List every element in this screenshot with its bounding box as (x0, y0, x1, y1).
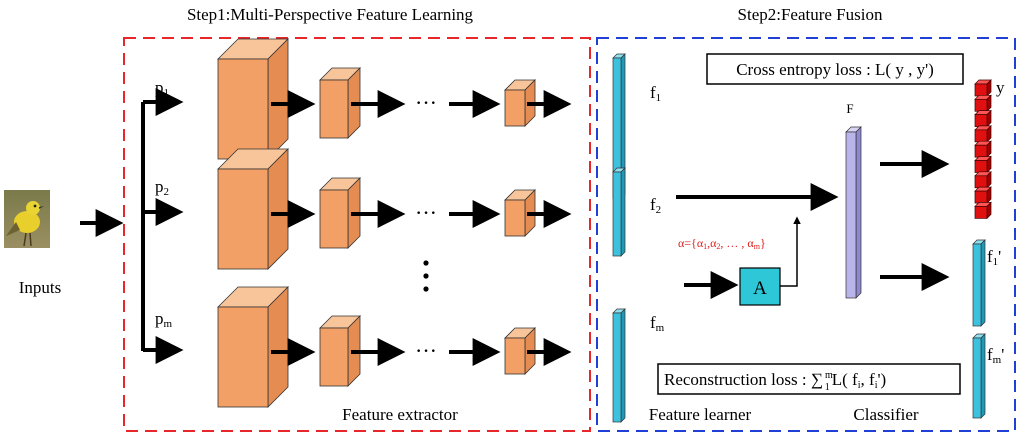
feature-learner-label: Feature learner (649, 405, 752, 424)
output-cube (974, 109, 992, 128)
branch-tree (141, 88, 184, 364)
small-feature-cube (504, 327, 536, 375)
step1-title: Step1:Multi-Perspective Feature Learning (187, 5, 474, 24)
feature-bar-3 (612, 308, 626, 423)
reconstruction-bar-1 (972, 239, 986, 327)
output-label: y (996, 78, 1005, 97)
large-feature-cube (217, 148, 289, 270)
input-bird-image (4, 190, 50, 248)
cross-entropy-box (706, 53, 964, 85)
recon-label-1: f1' (987, 247, 1001, 268)
perspective-label-2: p2 (155, 177, 169, 198)
output-cube (974, 125, 992, 143)
medium-feature-cube (319, 315, 361, 387)
fused-label: F (846, 101, 853, 116)
pipeline-1: ··· (217, 38, 572, 160)
output-cube (974, 201, 992, 220)
step2-frame (596, 37, 1016, 432)
output-cube (974, 79, 992, 97)
feature-extractor-label: Feature extractor (342, 405, 458, 424)
output-cube (974, 170, 992, 189)
perspective-label-m: pm (155, 309, 173, 330)
inputs-label: Inputs (19, 278, 62, 297)
reconstruction-loss-box (657, 363, 961, 395)
horizontal-ellipsis: ··· (415, 90, 437, 115)
step1-frame (123, 37, 591, 432)
classifier-label: Classifier (853, 405, 918, 424)
output-cube (974, 155, 992, 174)
small-feature-cube (504, 79, 536, 127)
feature-label-m: fm (650, 313, 665, 334)
attention-output-arrow (780, 216, 801, 287)
step2-title: Step2:Feature Fusion (738, 5, 883, 24)
output-cube (974, 94, 992, 113)
medium-feature-cube (319, 67, 361, 139)
pipeline-m: ··· (217, 286, 572, 408)
perspective-label-1: p1 (155, 78, 169, 99)
horizontal-ellipsis: ··· (415, 200, 437, 225)
attention-box-label: A (753, 278, 767, 299)
reconstruction-bars (972, 239, 986, 419)
large-feature-cube (217, 286, 289, 408)
feature-learner-bars (612, 53, 626, 423)
feature-extractor-pipelines: ··· ··· ··· (217, 38, 572, 408)
feature-label-2: f2 (650, 195, 661, 216)
large-feature-cube (217, 38, 289, 160)
output-cube (974, 140, 992, 159)
feature-label-1: f1 (650, 83, 661, 104)
recon-label-m: fm' (987, 345, 1004, 366)
reconstruction-bar-m (972, 333, 986, 419)
fused-feature-bar (845, 126, 862, 299)
vertical-ellipsis (423, 260, 429, 292)
medium-feature-cube (319, 177, 361, 249)
feature-bar-2 (612, 167, 626, 257)
output-cube (974, 186, 992, 204)
pipeline-2: ··· (217, 148, 572, 270)
horizontal-ellipsis: ··· (415, 338, 437, 363)
alpha-weights: α={α1,α2, … , αm} (678, 236, 766, 251)
cross-entropy-text: Cross entropy loss : L( y , y') (736, 60, 934, 79)
output-prediction-cubes (974, 79, 992, 220)
